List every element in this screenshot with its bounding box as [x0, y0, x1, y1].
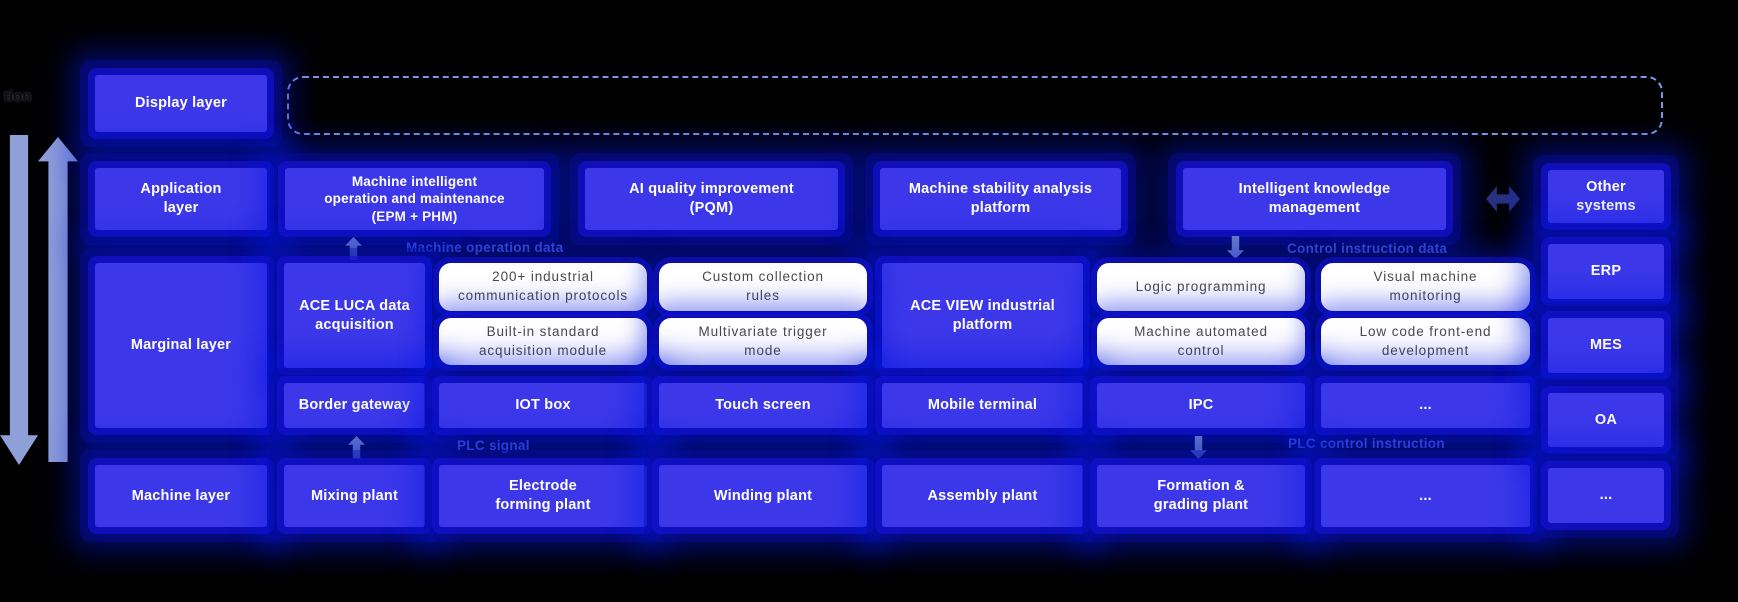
machine-box-mixing-plant: Mixing plant — [284, 465, 425, 527]
label-plc-signal: PLC signal — [457, 438, 530, 453]
device-box-ipc: IPC — [1097, 383, 1305, 428]
label-plc-control-instruction: PLC control instruction — [1288, 436, 1445, 451]
up-arrow-icon — [348, 436, 365, 459]
external-box-mes: MES — [1548, 318, 1664, 373]
capability-box-low-code: Low code front-end development — [1321, 318, 1530, 365]
external-box-erp: ERP — [1548, 244, 1664, 299]
down-arrow-icon — [1190, 436, 1207, 459]
device-box-mobile-terminal: Mobile terminal — [882, 383, 1083, 428]
machine-box-more: ... — [1321, 465, 1530, 527]
down-arrow-icon — [1227, 236, 1244, 259]
machine-box-electrode-forming-plant: Electrode forming plant — [439, 465, 647, 527]
app-box-ai-quality-improvement: AI quality improvement (PQM) — [585, 168, 838, 230]
external-box-other-systems: Other systems — [1548, 170, 1664, 223]
external-box-oa: OA — [1548, 393, 1664, 447]
app-box-intelligent-knowledge-mgmt: Intelligent knowledge management — [1183, 168, 1446, 230]
machine-box-formation-grading-plant: Formation & grading plant — [1097, 465, 1305, 527]
label-control-instruction-data: Control instruction data — [1287, 241, 1448, 256]
external-box-more: ... — [1548, 468, 1664, 523]
marginal-box-ace-view: ACE VIEW industrial platform — [882, 263, 1083, 368]
clipped-text-fragment: tion — [4, 88, 32, 105]
capability-box-visual-monitoring: Visual machine monitoring — [1321, 263, 1530, 311]
layer-label-application: Application layer — [95, 168, 267, 230]
device-box-more: ... — [1321, 383, 1530, 428]
machine-box-assembly-plant: Assembly plant — [882, 465, 1083, 527]
up-arrow-icon — [345, 237, 362, 260]
machine-box-winding-plant: Winding plant — [659, 465, 867, 527]
layer-label-machine: Machine layer — [95, 465, 267, 527]
marginal-box-ace-luca: ACE LUCA data acquisition — [284, 263, 425, 368]
capability-box-multivariate-trigger: Multivariate trigger mode — [659, 318, 867, 365]
device-box-iot-box: IOT box — [439, 383, 647, 428]
device-box-border-gateway: Border gateway — [284, 383, 425, 428]
downward-flow-arrow-icon — [0, 135, 38, 465]
upward-flow-arrow-icon — [38, 137, 78, 462]
display-layer-dashed-region — [287, 76, 1663, 135]
capability-box-builtin-module: Built-in standard acquisition module — [439, 318, 647, 365]
capability-box-logic-programming: Logic programming — [1097, 263, 1305, 311]
label-machine-operation-data: Machine operation data — [406, 240, 564, 255]
app-box-machine-intelligent-om: Machine intelligent operation and mainte… — [285, 168, 544, 230]
capability-box-protocols: 200+ industrial communication protocols — [439, 263, 647, 311]
capability-box-machine-automated-control: Machine automated control — [1097, 318, 1305, 365]
layer-label-display: Display layer — [95, 75, 267, 132]
device-box-touch-screen: Touch screen — [659, 383, 867, 428]
app-box-machine-stability-analysis: Machine stability analysis platform — [880, 168, 1121, 230]
layer-label-marginal: Marginal layer — [95, 263, 267, 428]
bidirectional-arrow-icon — [1486, 186, 1520, 212]
capability-box-custom-rules: Custom collection rules — [659, 263, 867, 311]
